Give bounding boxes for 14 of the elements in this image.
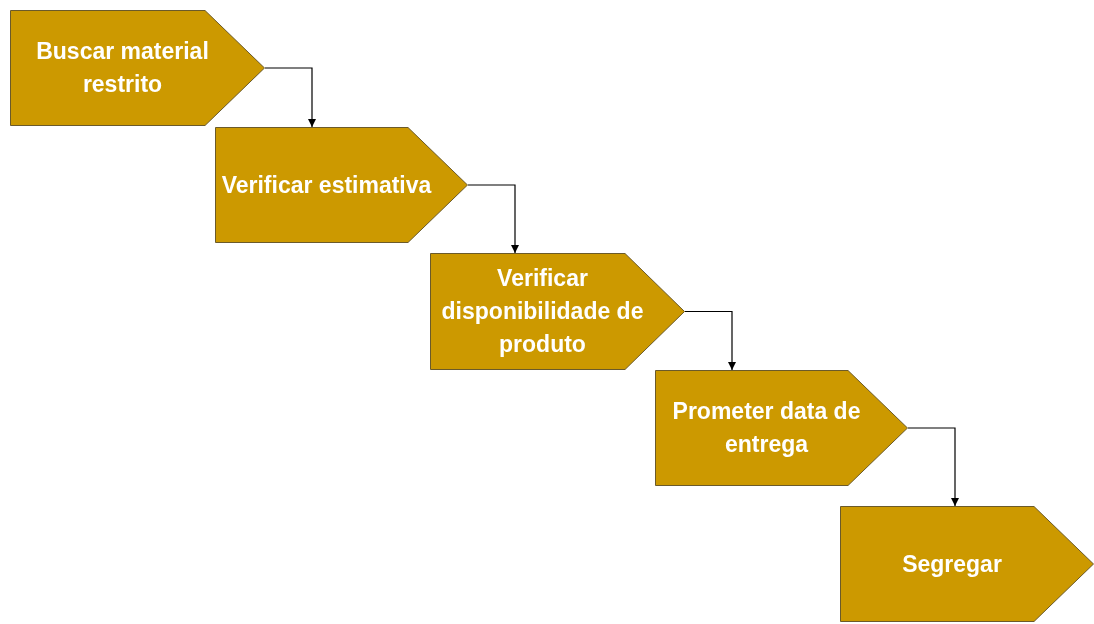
process-arrow-shape bbox=[430, 253, 685, 370]
process-arrow-shape bbox=[10, 10, 265, 126]
step-label: Prometer data de entrega bbox=[671, 397, 862, 459]
connector-arrow bbox=[907, 427, 959, 507]
step-label: Segregar bbox=[902, 549, 1002, 579]
step-label: Buscar material restrito bbox=[35, 37, 210, 99]
process-arrow-shape bbox=[215, 127, 468, 243]
connector-arrow bbox=[264, 67, 316, 128]
connector-arrow bbox=[684, 310, 736, 371]
connector-arrow bbox=[467, 184, 519, 254]
process-arrow-shape bbox=[655, 370, 908, 486]
step-label: Verificar estimativa bbox=[221, 170, 432, 200]
process-arrow-shape bbox=[840, 506, 1094, 622]
step-label: Verificar disponibilidade de produto bbox=[440, 264, 645, 359]
